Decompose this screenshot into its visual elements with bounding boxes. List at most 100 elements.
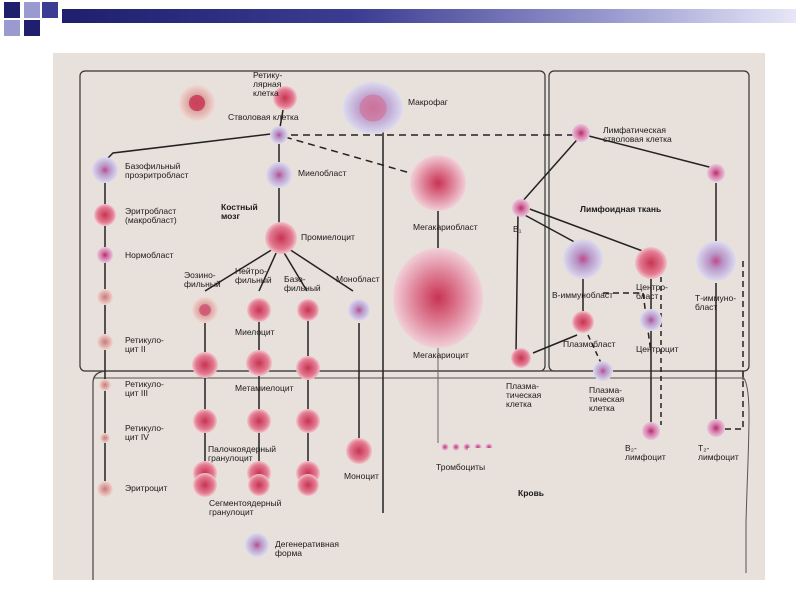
metamyelocyte-eos-cell (193, 409, 217, 433)
label-blood: Кровь (518, 488, 545, 498)
label-myeloblast: Миелобласт (298, 168, 347, 178)
link-lymph-b1 (520, 132, 584, 204)
label-monoblast: Монобласт (336, 274, 380, 284)
monoblast-cell (348, 299, 370, 321)
reticulocyte-1-cell (97, 289, 113, 305)
reticulocyte-3-cell (99, 379, 111, 391)
link-lymph-tlymph (584, 134, 714, 169)
title-decoration (0, 0, 800, 40)
label-degenerative-form: Дегенеративная форма (275, 539, 339, 558)
label-t-immunoblast: Т-иммуно- бласт (695, 293, 737, 312)
normoblast-cell (97, 247, 113, 263)
diagram-canvas (79, 70, 750, 580)
label-macrophage: Макрофаг (408, 97, 448, 107)
promyelocyte-cell (265, 222, 297, 254)
label-bone-marrow: Костный мозг (221, 202, 258, 221)
link-t2-recirculation-dashed (725, 258, 744, 430)
reticulocyte-4-cell (100, 433, 110, 443)
blood-right-edge (742, 376, 750, 573)
cells (92, 82, 736, 557)
label-t2-lymphocyte: T₂- лимфоцит (698, 443, 739, 462)
blood-gap-paper (468, 448, 538, 466)
stem-cell (270, 126, 288, 144)
label-basophilic: Базо- фильный (284, 274, 321, 293)
label-basophilic-proerythroblast: Базофильный проэритробласт (125, 161, 189, 180)
deco-square (24, 2, 40, 18)
erythrocyte-cell (97, 481, 113, 497)
label-myelocyte: Миелоцит (235, 327, 275, 337)
label-reticulocyte-4: Ретикуло- цит IV (125, 423, 164, 442)
eosinophilic-promyelo-cell (192, 297, 218, 323)
link-bimmuno-b2-dashed (603, 292, 652, 354)
t2-lymphocyte-cell (707, 419, 725, 437)
myelocyte-eos-cell (192, 352, 218, 378)
label-reticulocyte-3: Ретикуло- цит III (125, 379, 164, 398)
b1-cell (512, 199, 530, 217)
title-rule (62, 9, 796, 23)
blood-gap (468, 448, 538, 466)
plasmoblast-cell (572, 311, 594, 333)
plasma-cell-1 (511, 348, 531, 368)
label-reticular-cell: Ретику- лярная клетка (253, 70, 283, 98)
label-erythrocyte: Эритроцит (125, 483, 168, 493)
centrocyte-cell (640, 309, 662, 331)
label-normoblast: Нормобласт (125, 250, 174, 260)
label-metamyelocyte: Метамиелоцит (235, 383, 294, 393)
label-erythroblast: Эритробласт (макробласт) (125, 206, 177, 225)
label-centroblast: Центро- бласт (636, 282, 668, 301)
platelet-1 (441, 443, 449, 451)
myelocyte-neu-cell (246, 350, 272, 376)
link-promyelocyte-baso (282, 250, 308, 292)
monocyte-cell (346, 438, 372, 464)
label-plasmoblast: Плазмобласт (563, 339, 616, 349)
blood-region (92, 370, 744, 580)
label-stem-cell: Стволовая клетка (228, 112, 299, 122)
label-plasma-cell-2: Плазма- тическая клетка (589, 385, 625, 413)
link-stem-basophilic (104, 132, 280, 162)
reticular-cell-2 (273, 86, 297, 110)
degenerative-form-cell (245, 533, 269, 557)
metamyelocyte-neu-cell (247, 409, 271, 433)
link-plasmoblast-plasma1 (532, 334, 578, 354)
label-lymphoid-tissue: Лимфоидная ткань (580, 204, 662, 214)
megakaryoblast-cell (410, 155, 466, 211)
erythroblast-cell (94, 204, 116, 226)
deco-square (4, 2, 20, 18)
segmented-bas-cell (297, 474, 319, 496)
basophilic-promyelo-cell (297, 299, 319, 321)
label-promyelocyte: Промиелоцит (301, 232, 355, 242)
link-b1-plasma (515, 214, 519, 354)
label-eosinophilic: Эозино- фильный (184, 270, 221, 289)
deco-square (42, 2, 58, 18)
label-centrocyte: Центроцит (636, 344, 679, 354)
deco-square (24, 20, 40, 36)
myelocyte-bas-cell (296, 356, 320, 380)
basophilic-proerythroblast-cell (92, 157, 118, 183)
link-b1-centroblast (526, 207, 649, 254)
link-promyelocyte-eosino (204, 248, 274, 292)
neutrophilic-promyelo-cell (247, 298, 271, 322)
t-lymph-stem-cell (707, 164, 725, 182)
label-megakaryoblast: Мегакариобласт (413, 222, 478, 232)
link-b1-bimmuno (520, 212, 581, 246)
label-thrombocytes: Тромбоциты (436, 462, 486, 472)
centroblast-cell (635, 247, 667, 279)
label-b2-lymphocyte: B₂- лимфоцит (625, 443, 666, 462)
label-neutrophilic: Нейтро- фильный (235, 266, 272, 285)
segmented-neu-cell (248, 474, 270, 496)
myeloblast-cell (266, 162, 292, 188)
label-plasma-cell-1: Плазма- тическая клетка (506, 381, 542, 409)
label-b-immunoblast: В-иммунобласт (552, 290, 614, 300)
label-band-granulocyte: Палочкоядерный гранулоцит (208, 444, 276, 463)
link-promyelocyte-mono (288, 248, 354, 292)
label-reticulocyte-2: Ретикуло- цит II (125, 335, 164, 354)
segmented-eos-cell (193, 473, 217, 497)
reticulocyte-2-cell (97, 334, 113, 350)
label-lymph-stem-cell: Лимфатическая стволовая клетка (603, 125, 672, 144)
platelet-2 (452, 443, 460, 451)
megakaryocyte-cell (393, 248, 483, 348)
label-b1: B₁ (513, 224, 522, 234)
b-immunoblast-cell (563, 239, 603, 279)
macrophage-cell (343, 82, 403, 134)
